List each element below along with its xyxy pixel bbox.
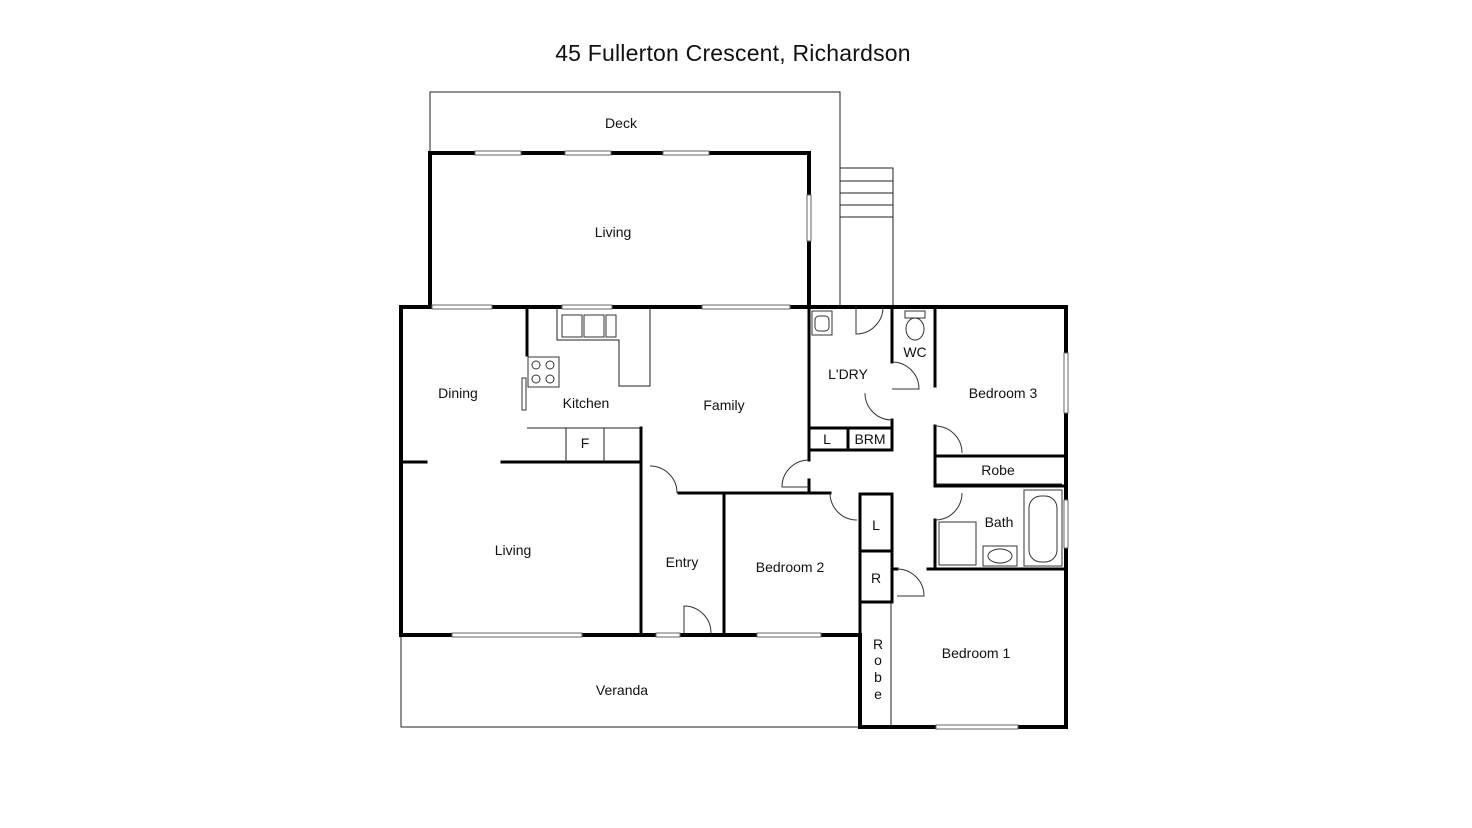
robe-b1-letter: o xyxy=(874,652,882,668)
bedroom3-label: Bedroom 3 xyxy=(969,385,1038,401)
fridge-label: F xyxy=(581,435,590,451)
bath-fixtures xyxy=(938,489,1063,567)
robe-b1-letter: e xyxy=(874,686,882,702)
toilet xyxy=(904,310,926,341)
family-label: Family xyxy=(703,397,744,413)
robe-b1-letter: R xyxy=(873,636,883,652)
deck-label: Deck xyxy=(605,115,638,131)
bedroom1-label: Bedroom 1 xyxy=(942,645,1011,661)
laundry-fixtures xyxy=(811,310,833,336)
robe-r-label: R xyxy=(871,570,881,586)
wc-label: WC xyxy=(903,344,926,360)
living-upper-label: Living xyxy=(595,224,632,240)
stairs xyxy=(839,167,894,307)
bath-label: Bath xyxy=(985,514,1014,530)
veranda-label: Veranda xyxy=(596,682,648,698)
entry-label: Entry xyxy=(666,554,699,570)
interior-walls xyxy=(399,305,1068,637)
brm-label: BRM xyxy=(854,431,885,447)
windows xyxy=(431,150,1069,730)
kitchen-fixtures xyxy=(521,309,651,462)
veranda-outline xyxy=(400,636,860,728)
bedroom2-label: Bedroom 2 xyxy=(756,559,825,575)
linen-b-label: L xyxy=(872,517,880,533)
robe-b3-label: Robe xyxy=(981,462,1015,478)
dining-label: Dining xyxy=(438,385,478,401)
plan-title: 45 Fullerton Crescent, Richardson xyxy=(555,40,911,66)
laundry-label: L'DRY xyxy=(828,366,868,382)
house-outer-walls xyxy=(399,305,1068,729)
robe-b1-letter: b xyxy=(874,669,882,685)
living-lower-label: Living xyxy=(495,542,532,558)
linen-a-label: L xyxy=(823,431,831,447)
kitchen-label: Kitchen xyxy=(563,395,610,411)
doors xyxy=(649,306,963,634)
